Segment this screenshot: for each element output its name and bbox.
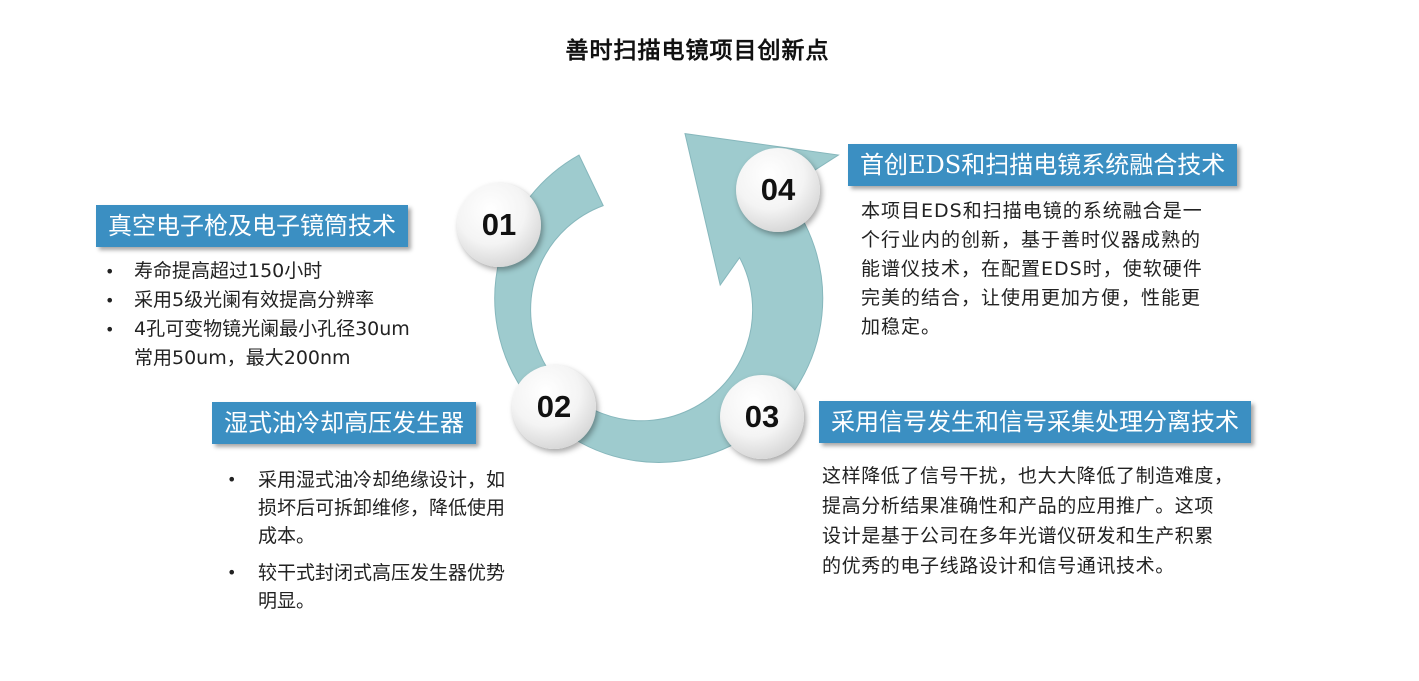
list-item: 采用湿式油冷却绝缘设计，如 损坏后可拆卸维修，降低使用 成本。: [222, 466, 582, 550]
list-item: 寿命提高超过150小时: [100, 257, 500, 286]
innovation-03-heading: 采用信号发生和信号采集处理分离技术: [819, 401, 1251, 443]
innovation-01-heading: 真空电子枪及电子镜筒技术: [96, 205, 408, 247]
innovation-01-number: 01: [457, 183, 541, 267]
innovation-01-bullets: 寿命提高超过150小时 采用5级光阑有效提高分辨率 4孔可变物镜光阑最小孔径30…: [100, 257, 500, 373]
list-item: 采用5级光阑有效提高分辨率: [100, 286, 500, 315]
innovation-04-heading: 首创EDS和扫描电镜系统融合技术: [848, 144, 1238, 186]
innovation-02-bullets: 采用湿式油冷却绝缘设计，如 损坏后可拆卸维修，降低使用 成本。 较干式封闭式高压…: [222, 466, 582, 615]
innovation-02-heading: 湿式油冷却高压发生器: [212, 402, 476, 444]
list-item: 4孔可变物镜光阑最小孔径30um 常用50um，最大200nm: [100, 315, 500, 373]
innovation-02-number: 02: [512, 365, 596, 449]
innovation-03-number: 03: [720, 375, 804, 459]
innovation-03-description: 这样降低了信号干扰，也大大降低了制造难度， 提高分析结果准确性和产品的应用推广。…: [822, 465, 1234, 577]
innovation-04-description: 本项目EDS和扫描电镜的系统融合是一 个行业内的创新，基于善时仪器成熟的 能谱仪…: [861, 200, 1203, 338]
innovation-04-number: 04: [736, 148, 820, 232]
list-item: 较干式封闭式高压发生器优势 明显。: [222, 559, 582, 615]
diagram-title: 善时扫描电镜项目创新点: [565, 38, 830, 64]
